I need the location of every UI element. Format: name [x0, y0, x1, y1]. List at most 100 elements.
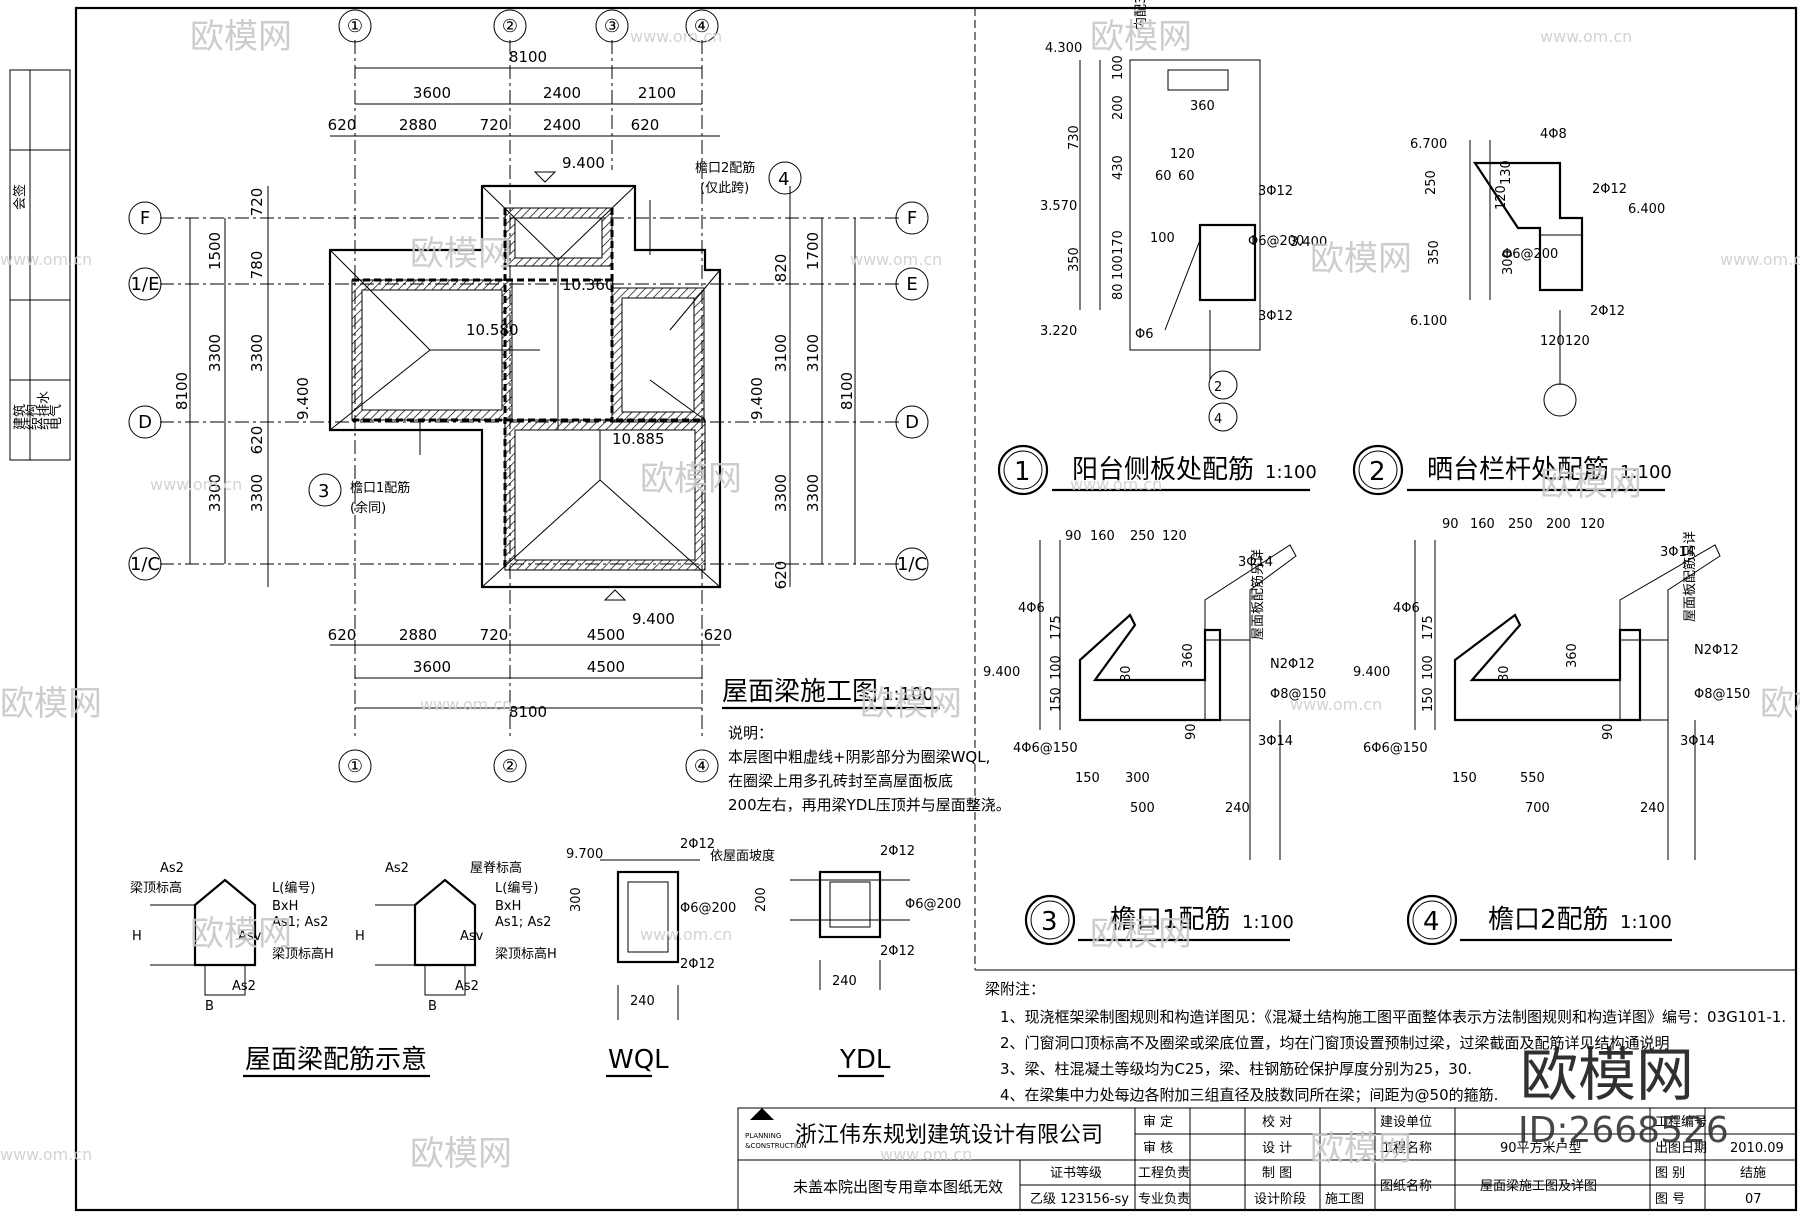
d4labels-label-14: Φ8@150 [1694, 687, 1750, 702]
d4labels-label-16: 90 [1601, 723, 1616, 740]
watermark-id: ID:2668526 [1518, 1110, 1729, 1151]
side-strip-label-4: 电气 [48, 404, 64, 430]
axis-top-1 [493, 9, 527, 43]
ydllabels-label-0: 依屋面坡度 [710, 848, 775, 864]
detail-4-title: 檐口2配筋 [1488, 905, 1609, 935]
roof-beam-plan: 9.400 10.360 10.580 9.400 9.400 10.885 9… [128, 9, 1011, 814]
detail-2-title: 晒台栏杆处配筋 [1427, 455, 1609, 485]
axis-right-2 [895, 405, 929, 439]
detail-3-scale: 1:100 [1242, 912, 1294, 933]
wqllabels-label-4: 2Φ12 [680, 957, 715, 972]
dim-bottom-row2-0: 3600 [413, 658, 451, 676]
d3labels-label-20: 500 [1130, 801, 1155, 816]
beam-notes: 梁附注： 1、现浇框架梁制图规则和构造详图见：《混凝土结构施工图平面整体表示方法… [985, 980, 1786, 1104]
d1labels-label-18: 80 [1111, 283, 1126, 300]
dim-right-inner-2: 3300 [772, 474, 790, 512]
d1labels-label-19: 3Φ12 [1258, 309, 1293, 324]
d3labels-label-21: 240 [1225, 801, 1250, 816]
dim-left-inner-3: 620 [248, 426, 266, 455]
side-strip-label-3: 给排水 [37, 391, 52, 430]
watermarks: 欧模网 www.om.cn 欧模网 www.om.cn www.om.cn 欧模… [0, 17, 1800, 1174]
wqllabels-label-2: 300 [569, 887, 584, 912]
wql-title: WQL [608, 1045, 669, 1075]
plan-note-eave2-1: (仅此跨) [700, 181, 749, 196]
axis-left-3 [128, 547, 162, 581]
watermark-brand-6: 欧模网 [0, 684, 102, 724]
project-label-2: 图纸名称 [1380, 1178, 1432, 1194]
plan-elev-0: 9.400 [562, 154, 605, 172]
d1labels-label-4: 730 [1067, 125, 1082, 150]
detail-1-scale: 1:100 [1265, 462, 1317, 483]
plan-elev-2: 10.580 [466, 321, 519, 339]
d3labels-label-4: 3Φ14 [1238, 555, 1273, 570]
d3labels-label-2: 250 [1130, 529, 1155, 544]
plan-note-2: 200左右，再用梁YDL压顶并与屋面整浇。 [728, 796, 1011, 814]
beam-notes-title: 梁附注： [985, 980, 1045, 998]
right-label-0: 工程编号 [1655, 1115, 1707, 1130]
watermark-site-5: www.om.cn [150, 475, 242, 494]
dim-bottom-row1-3: 4500 [587, 626, 625, 644]
cert-label: 证书等级 [1050, 1165, 1102, 1181]
ydl-title: YDL [839, 1045, 891, 1075]
dim-bottom-row1-2: 720 [480, 626, 509, 644]
bslabels-label-17: H [355, 929, 365, 944]
detail-2-scale: 1:100 [1620, 462, 1672, 483]
dim-top-row3-3: 2400 [543, 116, 581, 134]
d4labels-label-3: 200 [1546, 517, 1571, 532]
d1labels-label-14: 3.400 [1290, 235, 1327, 250]
d1labels-label-16: 350 [1067, 247, 1082, 272]
side-strip-label-0: 会签 [12, 184, 28, 210]
d3labels-label-1: 160 [1090, 529, 1115, 544]
d1labels-label-6: 120 [1170, 147, 1195, 162]
d4labels-label-21: 700 [1525, 801, 1550, 816]
axis-top-2 [595, 9, 629, 43]
watermark-brand-4: 欧模网 [640, 459, 742, 499]
d4labels-label-5: 3Φ14 [1660, 545, 1695, 560]
d2labels-label-1: 4Φ8 [1540, 127, 1567, 142]
dim-left-inner-2: 3300 [248, 334, 266, 372]
axis-left-0 [128, 201, 162, 235]
d4labels-label-6: 4Φ6 [1393, 601, 1420, 616]
d3labels-label-15: 90 [1184, 723, 1199, 740]
drawing-number: 07 [1745, 1192, 1762, 1207]
watermark-site-3: www.om.cn [850, 250, 942, 269]
d2labels-label-0: 6.700 [1410, 137, 1447, 152]
d2labels-label-9: 300 [1501, 250, 1516, 275]
watermark-brand-0: 欧模网 [190, 17, 292, 57]
d2labels-label-13: 120 [1565, 334, 1590, 349]
dim-top-row3-0: 620 [328, 116, 357, 134]
bslabels-label-13: BxH [495, 899, 521, 914]
dim-right-outer-2: 3300 [804, 474, 822, 512]
sheet-border [74, 6, 1798, 1212]
axis-bottom-2-label: ④ [694, 756, 710, 777]
d2labels-label-5: 2Φ12 [1592, 182, 1627, 197]
axis-top-0 [338, 9, 372, 43]
dim-bottom-total: 8100 [509, 703, 547, 721]
detail-4-scale: 1:100 [1620, 912, 1672, 933]
project-name: 90平方米户型 [1500, 1140, 1582, 1156]
role-2: 工程负责 [1138, 1166, 1190, 1181]
dim-left-outer-1: 3300 [206, 334, 224, 372]
d3labels-label-7: 175 [1049, 615, 1064, 640]
axis-bottom-1 [493, 749, 527, 783]
plan-note-eave1-0: 檐口1配筋 [350, 480, 410, 496]
d1labels-label-2: 100 [1111, 55, 1126, 80]
bslabels-label-11: 屋脊标高 [470, 860, 522, 876]
dim-top-row3-1: 2880 [399, 116, 437, 134]
axis-top-0-label: ① [347, 16, 363, 37]
d4labels-label-10: 9.400 [1353, 665, 1390, 680]
dim-left-outer-2: 3300 [206, 474, 224, 512]
d2labels-label-6: 6.400 [1628, 202, 1665, 217]
dim-left-outer-total: 8100 [173, 372, 191, 410]
bslabels-label-7: H [132, 929, 142, 944]
watermark-brand-2: 欧模网 [410, 234, 512, 274]
drawing-name: 屋面梁施工图及详图 [1480, 1179, 1597, 1194]
d1labels-label-8: 60 [1178, 169, 1195, 184]
d3labels-label-11: 80 [1119, 665, 1134, 682]
watermark-site-2: www.om.cn [0, 250, 92, 269]
title-block: PLANNING &CONSTRUCTION 浙江伟东规划建筑设计有限公司 未盖… [737, 1107, 1797, 1211]
